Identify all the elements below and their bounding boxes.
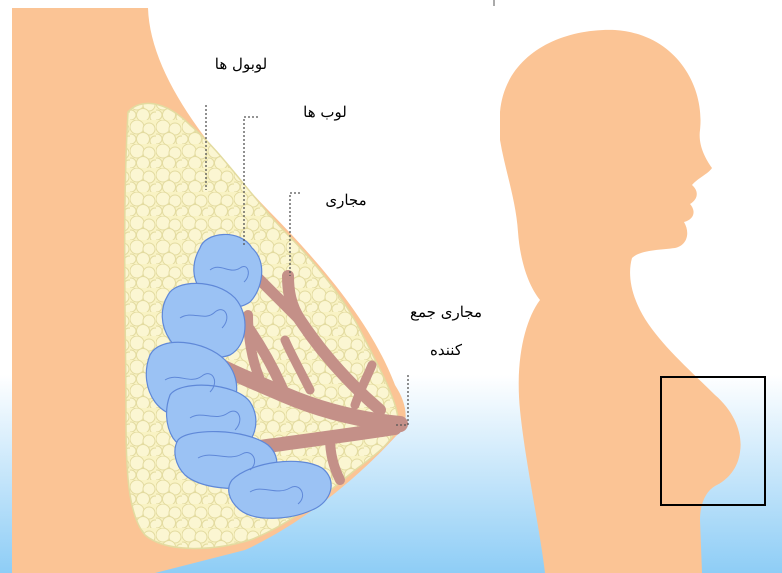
label-lobes: لوب ها	[300, 102, 350, 122]
label-lobules: لوبول ها	[196, 54, 286, 74]
label-collecting-ducts-line2: کننده	[398, 340, 494, 360]
woman-silhouette	[500, 30, 741, 573]
label-ducts: مجاری	[318, 190, 374, 210]
label-collecting-ducts-line1: مجاری جمع	[398, 302, 494, 322]
